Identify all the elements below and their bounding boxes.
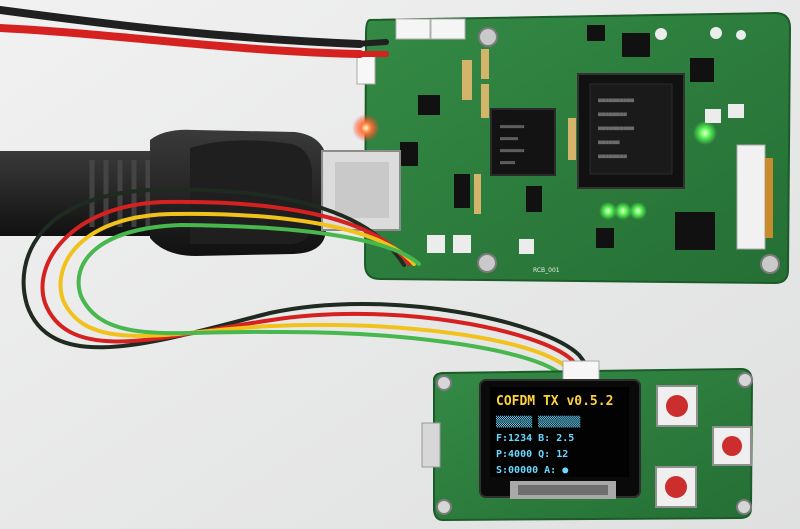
svg-text:■■■■■■: ■■■■■■ (598, 139, 620, 146)
svg-text:■■■■■■■■: ■■■■■■■■ (500, 148, 524, 154)
oled-line-2: F:1234 B: 2.5 (496, 433, 574, 444)
svg-text:■■■■■■■■: ■■■■■■■■ (598, 153, 627, 160)
secondary-chip (490, 108, 556, 176)
main-board: ■■■■■■■■■■ ■■■■■■■■ ■■■■■■■■■■ ■■■■■■ ■■… (352, 11, 792, 285)
svg-text:■■■■■■■■■■: ■■■■■■■■■■ (598, 97, 635, 104)
power-connector (395, 18, 431, 40)
oled-screen (490, 387, 629, 477)
svg-text:■■■■■: ■■■■■ (500, 160, 515, 166)
controller-board: COFDM TX v0.5.2 ▒▒▒▒▒▒ ▒▒▒▒▒▒▒ F:1234 B:… (421, 360, 754, 522)
green-led-array (599, 202, 647, 220)
power-connector-2 (430, 18, 466, 40)
svg-text:■■■■■■■■: ■■■■■■■■ (500, 124, 524, 130)
oled-line-4: S:00000 A: ● (496, 465, 568, 476)
svg-text:■■■■■■: ■■■■■■ (500, 136, 518, 142)
power-wires (0, 6, 389, 58)
right-button[interactable] (712, 426, 752, 466)
ribbon-connector (736, 144, 766, 250)
oled-line-3: P:4000 Q: 12 (496, 449, 568, 460)
up-button[interactable] (656, 385, 698, 427)
mounting-holes (477, 27, 780, 274)
signal-cable (21, 187, 592, 391)
svg-text:■■■■■■■■■■: ■■■■■■■■■■ (598, 125, 635, 132)
svg-text:■■■■■■■■: ■■■■■■■■ (598, 111, 627, 118)
oled-line-1: ▒▒▒▒▒▒ ▒▒▒▒▒▒▒ (496, 415, 581, 428)
oled-title: COFDM TX v0.5.2 (496, 394, 613, 409)
board-label: RCB_001 (533, 267, 560, 274)
green-led (693, 121, 717, 145)
red-led (352, 114, 380, 142)
down-button[interactable] (655, 466, 697, 508)
controller-connector (562, 360, 600, 383)
